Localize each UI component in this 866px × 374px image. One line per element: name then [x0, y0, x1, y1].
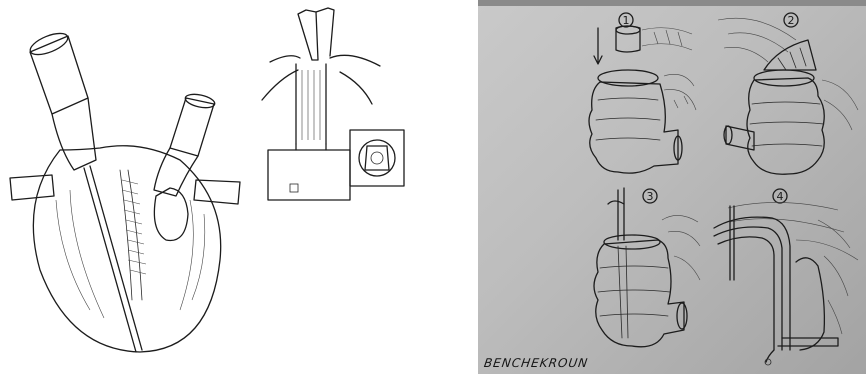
left-surgical-drawing — [0, 0, 478, 374]
catheter-guide-inset — [262, 8, 380, 200]
artist-signature: BENCHEKROUN — [483, 356, 589, 370]
circular-detail-inset — [350, 130, 404, 186]
left-illustration-panel — [0, 0, 478, 374]
step-4-number: 4 — [777, 190, 784, 203]
step-2-drawing: 2 — [718, 13, 858, 174]
four-step-drawing: 1 2 — [478, 0, 866, 374]
step-1-number: 1 — [623, 14, 630, 27]
step-4-drawing: 4 — [714, 189, 858, 365]
step-1-drawing: 1 — [589, 13, 696, 173]
right-lobe — [154, 188, 188, 240]
step-3-drawing: 3 — [594, 188, 700, 347]
right-illustration-panel: 1 2 — [478, 0, 866, 374]
step-3-number: 3 — [647, 190, 654, 203]
step-2-number: 2 — [788, 14, 795, 27]
